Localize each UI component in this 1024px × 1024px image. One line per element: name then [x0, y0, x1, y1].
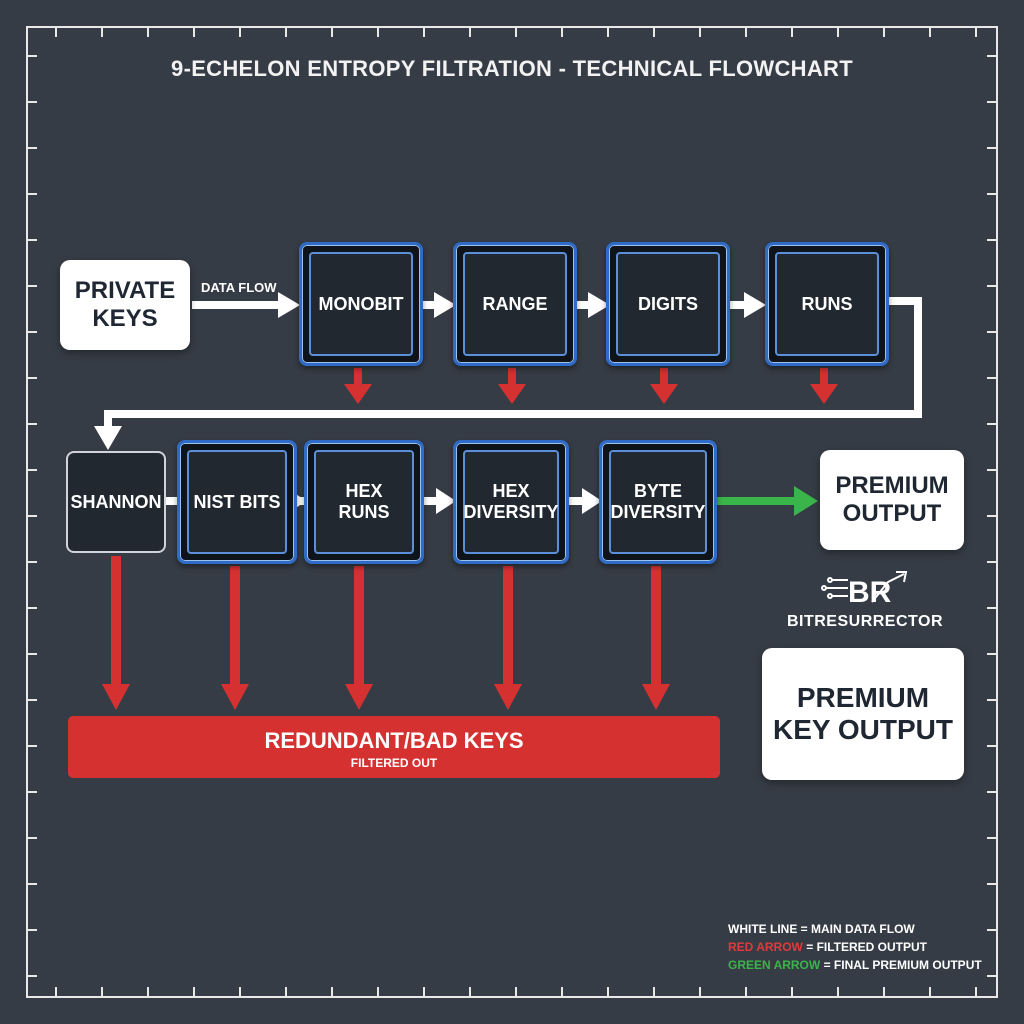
stage-nist-bits: NIST BITS: [177, 440, 297, 564]
stage-label: RUNS: [801, 293, 853, 314]
legend-red-key: RED ARROW: [728, 940, 803, 954]
stage-shannon: SHANNON: [66, 451, 166, 553]
stage-hex-diversity: HEX DIVERSITY: [453, 440, 569, 564]
premium-output-line2: OUTPUT: [842, 500, 942, 527]
bad-keys-title: REDUNDANT/BAD KEYS: [264, 728, 524, 753]
legend: WHITE LINE = MAIN DATA FLOW RED ARROW = …: [728, 920, 982, 974]
stage-label: DIGITS: [637, 293, 698, 314]
legend-red-desc: = FILTERED OUTPUT: [802, 940, 928, 954]
stage-label: RANGE: [482, 293, 548, 314]
legend-green-key: GREEN ARROW: [728, 958, 821, 972]
legend-white-key: WHITE LINE: [728, 922, 798, 936]
white-flow-arrows: [94, 292, 922, 514]
bitresurrector-logo: BR BITRESURRECTOR: [770, 566, 960, 631]
br-logo-mark-icon: BR: [821, 571, 908, 609]
private-keys-line2: KEYS: [92, 305, 158, 332]
stage-monobit: MONOBIT: [299, 242, 423, 366]
legend-white: WHITE LINE = MAIN DATA FLOW: [728, 920, 982, 938]
logo-name: BITRESURRECTOR: [786, 613, 944, 630]
logo-mark-text: BR: [848, 576, 892, 608]
legend-white-desc: = MAIN DATA FLOW: [797, 922, 915, 936]
stage-label: MONOBIT: [318, 293, 404, 314]
stage-label: SHANNON: [70, 491, 162, 512]
redundant-bad-keys-bar: REDUNDANT/BAD KEYS FILTERED OUT: [68, 716, 720, 778]
legend-green-desc: = FINAL PREMIUM OUTPUT: [820, 958, 982, 972]
data-flow-label: DATA FLOW: [201, 280, 277, 295]
premium-output-line1: PREMIUM: [835, 472, 949, 500]
red-arrows-row2: [102, 556, 670, 710]
stage-byte-diversity: BYTE DIVERSITY: [599, 440, 717, 564]
stage-label: BYTE DIVERSITY: [610, 481, 706, 522]
red-arrows-row1: [344, 368, 838, 404]
stage-digits: DIGITS: [606, 242, 730, 366]
page-title: 9-ECHELON ENTROPY FILTRATION - TECHNICAL…: [171, 56, 853, 81]
stage-runs: RUNS: [765, 242, 889, 366]
private-keys-box: PRIVATE KEYS: [60, 260, 190, 350]
bad-keys-subtitle: FILTERED OUT: [350, 756, 438, 770]
stage-label: HEX RUNS: [338, 481, 390, 522]
stage-label: HEX DIVERSITY: [463, 481, 559, 522]
private-keys-line1: PRIVATE: [74, 277, 176, 305]
legend-green: GREEN ARROW = FINAL PREMIUM OUTPUT: [728, 956, 982, 974]
stage-label: NIST BITS: [193, 491, 281, 512]
premium-output-box: PREMIUM OUTPUT: [820, 450, 964, 550]
stage-hex-runs: HEX RUNS: [304, 440, 424, 564]
green-arrow: [712, 486, 818, 516]
legend-red: RED ARROW = FILTERED OUTPUT: [728, 938, 982, 956]
premium-key-output-line2: KEY OUTPUT: [773, 714, 953, 745]
premium-key-output-line1: PREMIUM: [796, 681, 930, 713]
stage-range: RANGE: [453, 242, 577, 366]
premium-key-output-box: PREMIUM KEY OUTPUT: [762, 648, 964, 780]
